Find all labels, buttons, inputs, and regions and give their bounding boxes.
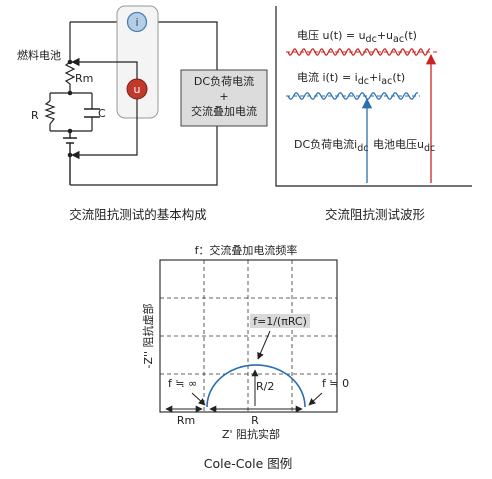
grid-lines bbox=[160, 260, 337, 412]
r-label: R bbox=[251, 414, 259, 427]
f-label-box bbox=[250, 314, 310, 328]
bottom-caption: Cole-Cole 图例 bbox=[204, 456, 293, 471]
f-inf-arrow bbox=[191, 392, 206, 406]
resistor-r-icon bbox=[44, 100, 56, 125]
load-box-line3: 交流叠加电流 bbox=[191, 104, 257, 118]
rm-label: Rm bbox=[177, 414, 195, 427]
circuit-diagram: i u DC负荷电流 + 交流叠加电流 燃料电池 Rm R C bbox=[17, 5, 268, 186]
junction-dot bbox=[67, 59, 73, 65]
y-axis-label: -Z'' 阻抗虚部 bbox=[141, 303, 155, 368]
cole-cole-plot: f：交流叠加电流频率 f=1/(πRC) R/2 R Rm f ≒ ∞ f ≒ … bbox=[141, 243, 349, 441]
voltmeter-symbol: u bbox=[134, 83, 141, 96]
f-callout-arrow bbox=[257, 330, 271, 360]
voltage-waveform bbox=[287, 48, 431, 56]
x-axis-label: Z' 阻抗实部 bbox=[222, 427, 280, 441]
capacitor-c-icon bbox=[84, 108, 100, 118]
wire-rc-split bbox=[49, 92, 93, 132]
load-box-line1: DC负荷电流 bbox=[194, 74, 254, 88]
f-label: f=1/(πRC) bbox=[253, 315, 307, 328]
ammeter-icon bbox=[126, 11, 148, 33]
junction-dot bbox=[67, 152, 73, 158]
junction-dot bbox=[67, 128, 73, 134]
battery-cell-icon bbox=[63, 131, 77, 185]
f-zero-arrow bbox=[308, 392, 323, 406]
voltmeter-lead-top bbox=[71, 57, 138, 79]
current-waveform bbox=[287, 92, 419, 100]
left-caption: 交流阻抗测试的基本构成 bbox=[69, 207, 207, 222]
voltage-label: 电压 u(t) = udc+uac(t) bbox=[297, 29, 417, 45]
current-label: 电流 i(t) = idc+iac(t) bbox=[297, 70, 405, 87]
plot-title: f：交流叠加电流频率 bbox=[195, 243, 298, 257]
r-label: R bbox=[31, 109, 39, 122]
battery-voltage-label: 电池电压udc bbox=[373, 138, 435, 154]
right-caption: 交流阻抗测试波形 bbox=[325, 207, 426, 222]
f-zero-label: f ≒ 0 bbox=[322, 377, 349, 390]
load-box-line2: + bbox=[219, 90, 228, 103]
waveform-diagram: 电压 u(t) = udc+uac(t) 电流 i(t) = idc+iac(t… bbox=[275, 6, 472, 187]
dc-ac-load-box bbox=[180, 69, 268, 127]
wire-bottom bbox=[70, 126, 218, 186]
resistor-rm-icon bbox=[64, 61, 76, 93]
f-inf-label: f ≒ ∞ bbox=[168, 377, 197, 390]
impedance-arc bbox=[206, 364, 306, 408]
voltmeter-lead-bottom bbox=[71, 99, 138, 160]
junction-dot bbox=[67, 90, 73, 96]
dc-current-label: DC负荷电流idc bbox=[294, 137, 368, 154]
c-label: C bbox=[98, 107, 106, 120]
r-half-label: R/2 bbox=[256, 380, 274, 393]
waveform-axes bbox=[275, 6, 472, 187]
battery-label: 燃料电池 bbox=[17, 48, 61, 62]
rm-label: Rm bbox=[75, 72, 93, 85]
ammeter-symbol: i bbox=[135, 16, 138, 29]
